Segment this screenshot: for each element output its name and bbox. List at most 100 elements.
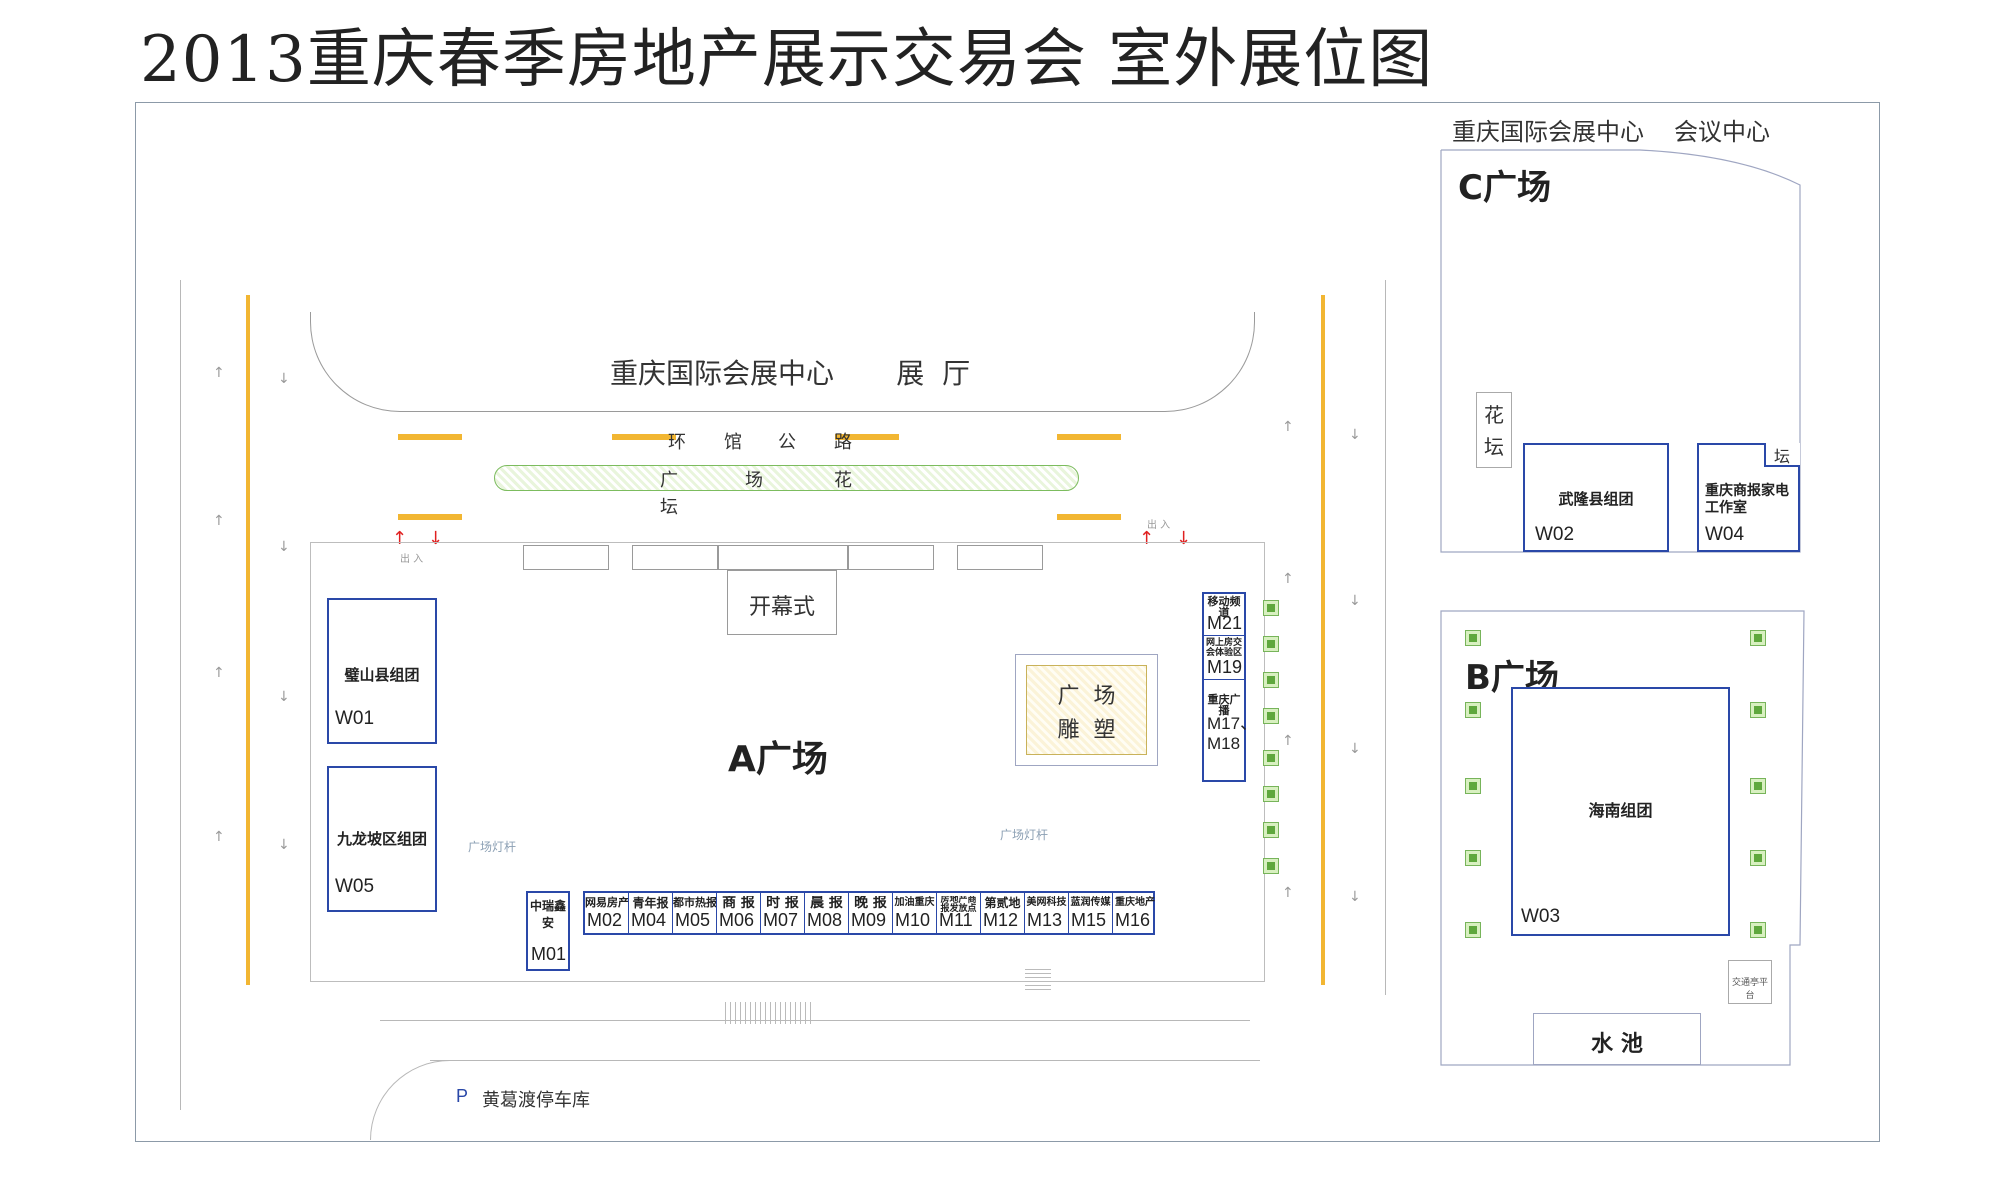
lamp-icon	[1263, 750, 1279, 766]
booth-code: M07	[763, 910, 799, 930]
lamp-icon	[1465, 778, 1481, 794]
booth-m01[interactable]: 中瑞鑫安 M01	[526, 891, 570, 971]
road-dash	[1057, 434, 1121, 440]
lamp-icon	[1263, 636, 1279, 652]
booth-m21[interactable]: 移动频道 M21	[1204, 594, 1244, 636]
road-dash	[835, 434, 899, 440]
traffic-arrow-up-icon: ↑	[213, 829, 225, 845]
road-dash	[398, 514, 462, 520]
booth-code: M11	[939, 910, 973, 930]
page-title: 2013重庆春季房地产展示交易会 室外展位图	[140, 23, 1434, 97]
plaza-b-outline	[1440, 610, 1805, 1066]
parking-icon: P	[456, 1086, 469, 1106]
lamp-icon	[1465, 702, 1481, 718]
stage-block	[848, 545, 934, 570]
lamp-icon	[1263, 822, 1279, 838]
booth-code: M15	[1071, 910, 1107, 930]
lamp-icon	[1750, 702, 1766, 718]
convention-center-label: 重庆国际会展中心	[1452, 118, 1644, 146]
booth-code: M21	[1207, 613, 1243, 633]
entrance-label: 出 入	[1147, 520, 1171, 531]
boundary-line-right	[1385, 280, 1386, 995]
booth-code: M19	[1207, 657, 1243, 677]
sculpture-area: 广 场 雕 塑	[1015, 654, 1158, 766]
ring-road-char: 馆	[724, 432, 742, 453]
lamp-icon	[1263, 858, 1279, 874]
lamp-icon	[1465, 850, 1481, 866]
booth-column-m17-m21: 移动频道 M21 网上房交会体验区 M19 重庆广播 M17、M18	[1202, 592, 1257, 784]
lamp-icon	[1465, 922, 1481, 938]
booth-name: 网上房交会体验区	[1205, 638, 1242, 658]
booth-w04[interactable]: 坛 重庆商报家电工作室 W04	[1697, 443, 1800, 552]
booth-code: W04	[1705, 524, 1745, 545]
sculpture-label: 雕 塑	[1057, 718, 1116, 743]
plaza-c-outline	[1440, 149, 1801, 553]
entrance-arrow-down-icon: ↓	[428, 528, 444, 549]
stairs-icon	[725, 1002, 813, 1024]
booth-name: 中瑞鑫安	[529, 899, 566, 930]
lamp-icon	[1263, 708, 1279, 724]
booth-code: M09	[851, 910, 887, 930]
booth-w05[interactable]: 九龙坡区组团 W05	[327, 766, 437, 912]
booth-w03[interactable]: 海南组团 W03	[1511, 687, 1730, 936]
flower-bed-c: 花 坛	[1476, 392, 1512, 468]
booth-code: M02	[587, 910, 623, 930]
lamp-pole-label: 广场灯杆	[1000, 828, 1049, 842]
booth-code: W02	[1535, 524, 1575, 545]
plaza-c-label: C广场	[1458, 168, 1551, 208]
traffic-arrow-up-icon: ↑	[1282, 571, 1294, 587]
lamp-icon	[1750, 922, 1766, 938]
booth-name: 网易房产	[585, 896, 628, 909]
traffic-arrow-down-icon: ↓	[278, 539, 290, 555]
pool: 水 池	[1533, 1013, 1701, 1065]
flower-bed-char: 坛	[1484, 435, 1504, 459]
sculpture-label: 广 场	[1057, 684, 1116, 709]
booth-code: M01	[531, 944, 567, 964]
stage-block	[718, 545, 848, 570]
road-dash	[1057, 514, 1121, 520]
booth-code: M12	[983, 910, 1019, 930]
booth-name: 第贰地	[984, 896, 1021, 910]
booth-code: M13	[1027, 910, 1063, 930]
booth-m19[interactable]: 网上房交会体验区 M19	[1204, 636, 1244, 680]
traffic-arrow-up-icon: ↑	[213, 365, 225, 381]
booth-w01[interactable]: 璧山县组团 W01	[327, 598, 437, 744]
pool-label: 水 池	[1591, 1032, 1643, 1057]
booth-code: M05	[675, 910, 711, 930]
map-frame	[135, 102, 1880, 1142]
booth-name: 重庆商报家电工作室	[1705, 483, 1789, 516]
boundary-line-left	[180, 280, 181, 1110]
booth-code: W03	[1521, 906, 1561, 927]
flower-bed-char: 花	[1484, 403, 1504, 427]
stage-block	[523, 545, 609, 570]
exhibition-hall-label: 重庆国际会展中心 展 厅	[610, 357, 971, 390]
booth-name: 晨 报	[810, 896, 843, 910]
booth-code: M17、M18	[1207, 714, 1258, 753]
booth-name: 晚 报	[854, 896, 887, 910]
booth-code: M06	[719, 910, 755, 930]
traffic-arrow-up-icon: ↑	[1282, 885, 1294, 901]
opening-ceremony-stage: 开幕式	[727, 570, 837, 635]
booth-code: M16	[1115, 910, 1151, 930]
road-dash	[612, 434, 676, 440]
booth-code: W05	[335, 876, 375, 897]
stage-block	[632, 545, 718, 570]
lamp-pole-label: 广场灯杆	[468, 840, 517, 854]
booth-m17-m18[interactable]: 重庆广播 M17、M18	[1204, 680, 1257, 784]
traffic-arrow-down-icon: ↓	[1349, 593, 1361, 609]
booth-w02[interactable]: 武隆县组团 W02	[1523, 443, 1669, 552]
ring-road-char: 公	[778, 432, 796, 453]
